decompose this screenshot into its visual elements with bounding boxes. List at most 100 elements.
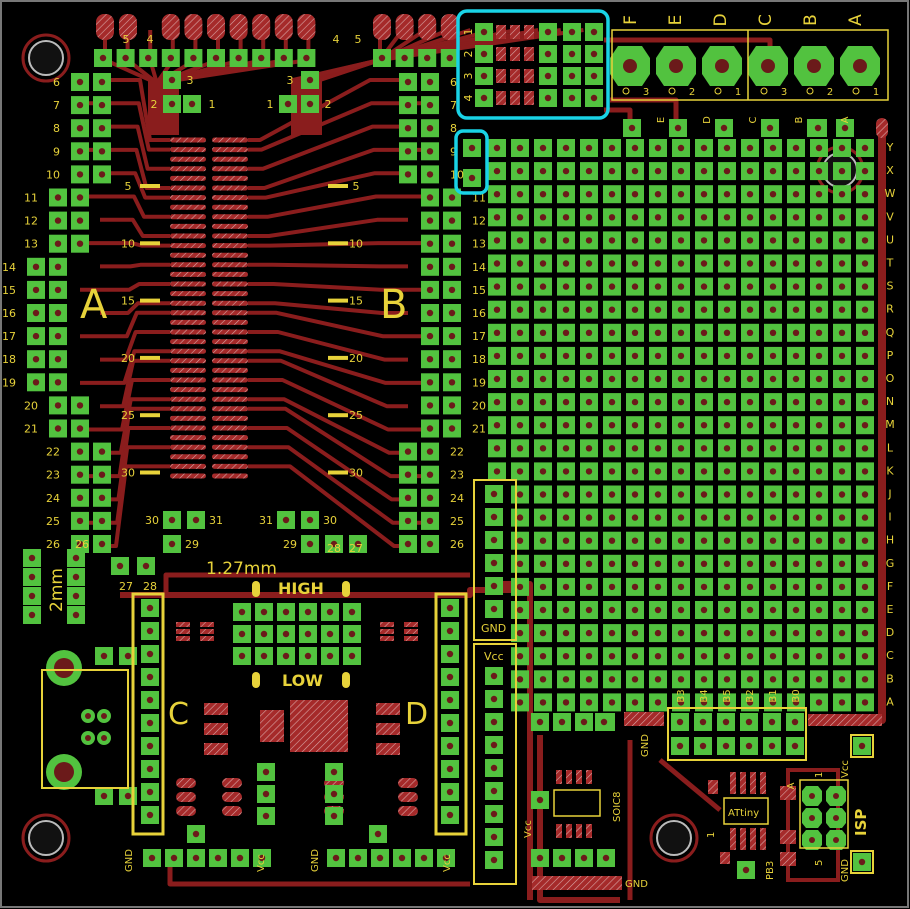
solder-jumper (252, 581, 260, 597)
pin-mark-label-right: 15 (349, 295, 363, 308)
pad-hole (539, 583, 547, 591)
right-pin-label: 6 (450, 76, 457, 89)
block-label-b: B (380, 282, 407, 328)
pad-hole (544, 50, 552, 58)
pad-hole (608, 191, 616, 198)
pad-hole (792, 422, 800, 429)
fine-pad-right (212, 214, 248, 220)
pad-hole (677, 306, 685, 313)
pad-hole (861, 214, 869, 221)
pad-hole (98, 171, 106, 178)
pad-hole (562, 537, 570, 544)
header-pad-hole (853, 59, 867, 73)
pad-hole (192, 516, 200, 524)
top-finger-pad (395, 14, 414, 40)
pad-hole (404, 448, 412, 455)
fine-pad-left (170, 396, 206, 402)
pad-hole (404, 78, 412, 86)
pin-mark-label-left: 5 (125, 180, 132, 193)
tiny-res (200, 636, 214, 641)
trace (80, 310, 170, 339)
pad-hole (426, 379, 434, 386)
pad-hole (769, 283, 777, 290)
right-pin-label: 8 (450, 122, 457, 135)
pad-hole (838, 329, 846, 336)
right-pin-label: 21 (472, 423, 486, 436)
pad-hole (426, 101, 434, 109)
pad-hole (700, 629, 708, 637)
pad-hole (72, 611, 80, 619)
pad-hole (861, 606, 869, 614)
pad-hole (631, 606, 639, 614)
pad-hole (745, 718, 753, 726)
pad-hole (238, 608, 246, 616)
left-pin-label: 10 (46, 168, 60, 181)
pad-hole (677, 237, 685, 244)
pad-hole (746, 514, 754, 521)
fine-pad-left (170, 348, 206, 354)
pad-hole (791, 718, 799, 726)
dip-number: 4 (462, 95, 475, 102)
pad-hole (516, 606, 524, 614)
fine-pad-left (170, 300, 206, 306)
soic-pin (556, 824, 562, 838)
pad-hole (720, 124, 728, 132)
pad-hole (562, 606, 570, 614)
header-pad-hole (807, 59, 821, 73)
trace (248, 171, 408, 200)
pad-hole (631, 329, 639, 336)
pad-hole (792, 606, 800, 614)
trace (80, 378, 170, 432)
pad-hole (654, 537, 662, 544)
top-pin-label: 4 (147, 33, 154, 46)
pad-hole (815, 629, 823, 637)
pad-hole (516, 445, 524, 452)
isp-pin-hole (833, 815, 839, 821)
attiny-label: ATtiny (728, 808, 759, 819)
pad-hole (148, 854, 156, 862)
pad-hole (32, 263, 40, 270)
bottom-pin-label: 28 (143, 580, 157, 593)
pad-hole (677, 398, 685, 406)
vcc-label-d: Vcc (442, 854, 453, 872)
left-pin-label: 12 (24, 215, 38, 228)
dip-number: 1 (462, 29, 475, 36)
pad-hole (590, 94, 598, 102)
pad-hole (448, 309, 456, 317)
pad-hole (446, 765, 454, 773)
pad-hole (608, 375, 616, 383)
pad-hole (590, 50, 598, 58)
pad-hole (426, 425, 434, 432)
pad-hole (677, 514, 685, 521)
pin-mark-label-left: 10 (121, 237, 135, 250)
pad-hole (792, 191, 800, 198)
row-letter: R (886, 303, 894, 316)
gnd-label-d: GND (310, 849, 321, 872)
pad-hole (838, 144, 846, 152)
header-letter: F (621, 15, 641, 25)
pad-hole (585, 167, 593, 175)
attiny-pin (740, 772, 746, 794)
gnd-label-header: GND (481, 622, 506, 635)
pad-hole (838, 260, 846, 267)
fine-pad-right (212, 233, 248, 239)
pad-hole (654, 283, 662, 290)
fine-pad-right (212, 204, 248, 210)
pad-hole (490, 490, 498, 498)
top-letter: E (656, 117, 667, 123)
attiny-pin (730, 772, 736, 794)
fine-pad-left (170, 406, 206, 412)
pad-hole (330, 768, 338, 776)
pad-hole (677, 606, 685, 614)
pad-hole (426, 448, 434, 455)
smd-oval (222, 806, 242, 816)
fine-pad-left (170, 415, 206, 421)
pad-hole (700, 375, 708, 383)
pad-hole (700, 329, 708, 336)
pad-hole (838, 237, 846, 244)
pad-hole (146, 719, 154, 727)
pad-hole (100, 652, 108, 660)
pad-hole (590, 72, 598, 80)
pad-hole (838, 306, 846, 313)
pad-hole (861, 514, 869, 521)
